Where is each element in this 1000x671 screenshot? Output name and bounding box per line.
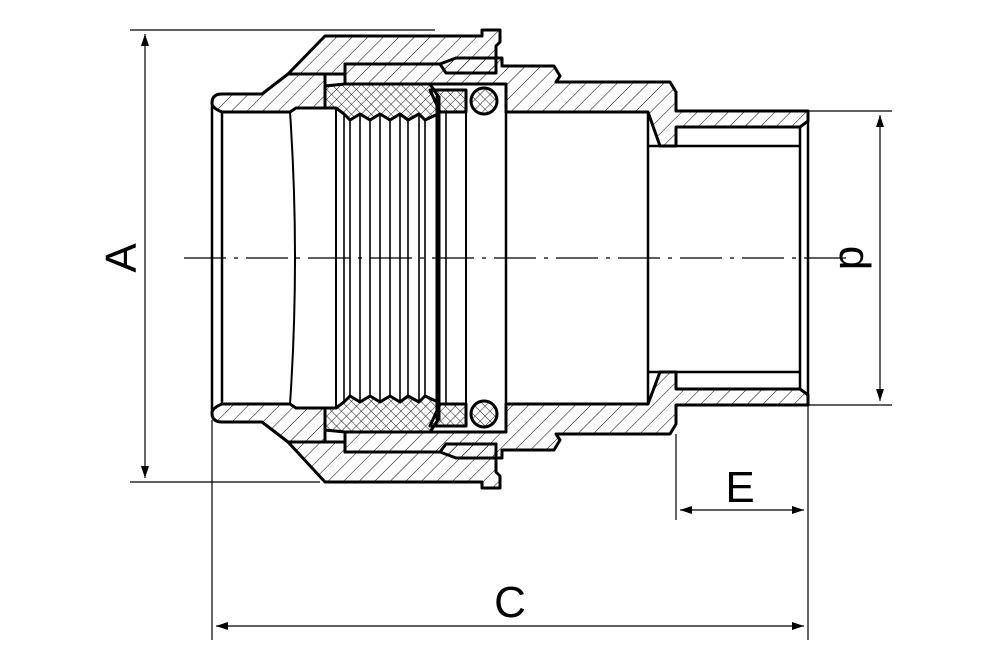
- dim-label-c: C: [494, 578, 526, 627]
- section-top: [210, 28, 810, 148]
- extension-lines: [130, 29, 892, 640]
- body-top: [343, 56, 810, 148]
- dim-label-d: d: [830, 246, 879, 270]
- socket-wall-top: [210, 72, 327, 114]
- dim-label-a: A: [97, 243, 146, 273]
- section-bottom: [210, 370, 810, 490]
- o-ring-bottom: [469, 399, 499, 429]
- o-ring-top: [469, 86, 499, 116]
- grip-ring-top: [323, 82, 440, 122]
- body-bottom: [343, 370, 810, 460]
- grip-ring-bottom: [323, 394, 440, 434]
- socket-wall-bottom: [210, 402, 327, 444]
- dim-label-e: E: [725, 463, 754, 512]
- dimension-lines: [141, 34, 884, 630]
